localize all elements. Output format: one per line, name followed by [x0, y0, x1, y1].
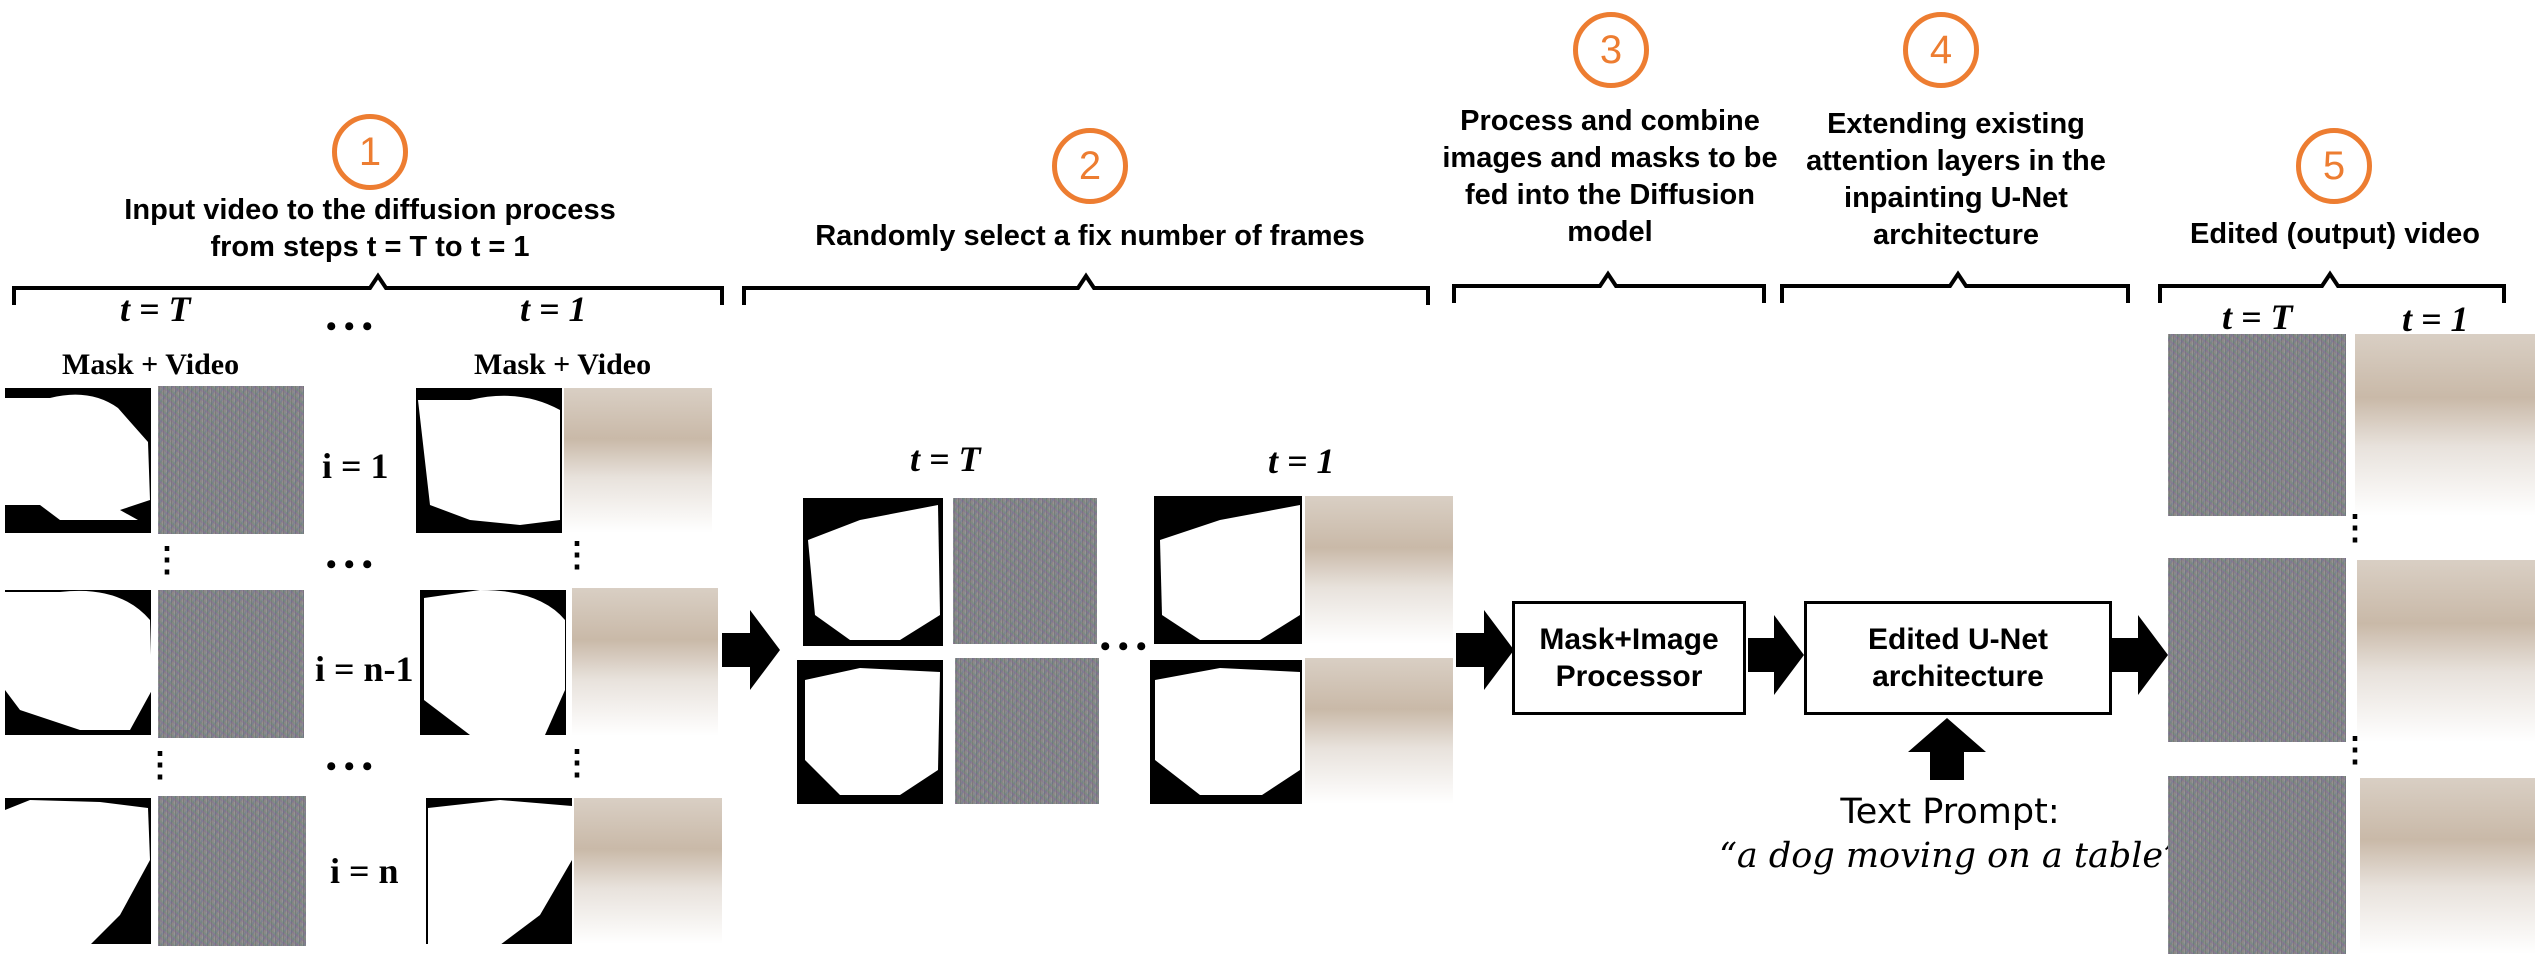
s2-row1-noise-T — [953, 498, 1097, 644]
s1-t-T-label: t = T — [120, 289, 191, 329]
s5-vdots-1: ⋮ — [2338, 510, 2372, 547]
s1-mid-ellipsis-2: • • • — [326, 750, 373, 783]
step-1-title: Input video to the diffusion process fro… — [124, 194, 616, 263]
s1-t-1-label: t = 1 — [520, 289, 587, 329]
step-2-title: Randomly select a fix number of frames — [815, 220, 1365, 252]
bracket-1-path — [12, 272, 724, 305]
bracket-2-path — [742, 272, 1430, 305]
arrow-2 — [1456, 610, 1514, 690]
s5-t-T-label: t = T — [2222, 297, 2293, 337]
step-2-circle: 2 — [1052, 128, 1128, 204]
s2-row2-noise-T — [955, 658, 1099, 804]
s5-row2-photo-1 — [2357, 560, 2535, 742]
mask-shape-1 — [5, 394, 150, 520]
mask-shape-2 — [5, 590, 152, 730]
bracket-4-path — [1780, 270, 2130, 303]
s5-row1-noise-T — [2168, 334, 2346, 516]
s1-vdots-left-2: ⋮ — [143, 747, 177, 784]
mask-shape-8 — [805, 668, 940, 795]
s1-i-n-label: i = n — [330, 851, 399, 891]
step-4-circle: 4 — [1903, 12, 1979, 88]
arrow-1 — [722, 610, 780, 690]
s1-mask-video-label-right: Mask + Video — [474, 348, 652, 381]
s1-mid-ellipsis-1: • • • — [326, 548, 373, 581]
edited-unet-box: Edited U-Net architecture — [1804, 601, 2112, 715]
step-5-circle: 5 — [2296, 128, 2372, 204]
text-prompt-text: “a dog moving on a table” — [1718, 836, 2182, 876]
s1-top-ellipsis: • • • — [326, 310, 373, 343]
step-5-title: Edited (output) video — [2190, 218, 2480, 250]
mask-shape-7 — [808, 505, 940, 640]
mask-shape-10 — [1155, 668, 1300, 795]
s1-vdots-right-2: ⋮ — [560, 745, 594, 782]
s2-row2-photo-1 — [1305, 658, 1453, 804]
s2-row1-photo-1 — [1305, 496, 1453, 644]
arrow-4 — [2112, 615, 2168, 695]
s1-row3-noise-T — [158, 796, 306, 946]
mask-shape-3 — [5, 800, 150, 945]
s1-row2-photo-1 — [572, 588, 718, 736]
mask-shape-5 — [424, 590, 565, 735]
mask-shape-4 — [418, 395, 560, 525]
s1-mask-video-label-left: Mask + Video — [62, 348, 240, 381]
mask-image-processor-box: Mask+Image Processor — [1512, 601, 1746, 715]
bracket-3-path — [1452, 270, 1766, 303]
s1-row1-photo-1 — [564, 388, 712, 533]
s5-row3-photo-1 — [2360, 778, 2535, 954]
s1-row2-noise-T — [158, 590, 304, 738]
s5-vdots-2: ⋮ — [2338, 732, 2372, 769]
step-4-title: Extending existing attention layers in t… — [1806, 108, 2106, 251]
arrow-3 — [1748, 615, 1804, 695]
mask-shape-6 — [428, 800, 572, 945]
s5-row1-photo-1 — [2355, 334, 2535, 516]
step-1-circle: 1 — [332, 114, 408, 190]
arrow-up — [1908, 718, 1986, 780]
s1-row1-noise-T — [158, 386, 304, 534]
s2-t-1-label: t = 1 — [1268, 441, 1335, 481]
s1-row3-photo-1 — [574, 798, 722, 944]
s1-vdots-right-1: ⋮ — [560, 537, 594, 574]
s5-t-1-label: t = 1 — [2402, 299, 2469, 339]
s1-i-1-label: i = 1 — [322, 446, 389, 486]
text-prompt-label: Text Prompt: — [1840, 792, 2060, 832]
step-3-circle: 3 — [1573, 12, 1649, 88]
s1-vdots-left-1: ⋮ — [150, 542, 184, 579]
mask-shape-9 — [1160, 505, 1300, 640]
s2-ellipsis: • • • — [1100, 630, 1147, 663]
s5-row2-noise-T — [2168, 558, 2346, 742]
bracket-5-path — [2158, 270, 2506, 303]
s1-i-n-1-label: i = n-1 — [315, 649, 414, 689]
s5-row3-noise-T — [2168, 776, 2346, 954]
s2-t-T-label: t = T — [910, 439, 981, 479]
step-3-title: Process and combine images and masks to … — [1442, 105, 1778, 248]
